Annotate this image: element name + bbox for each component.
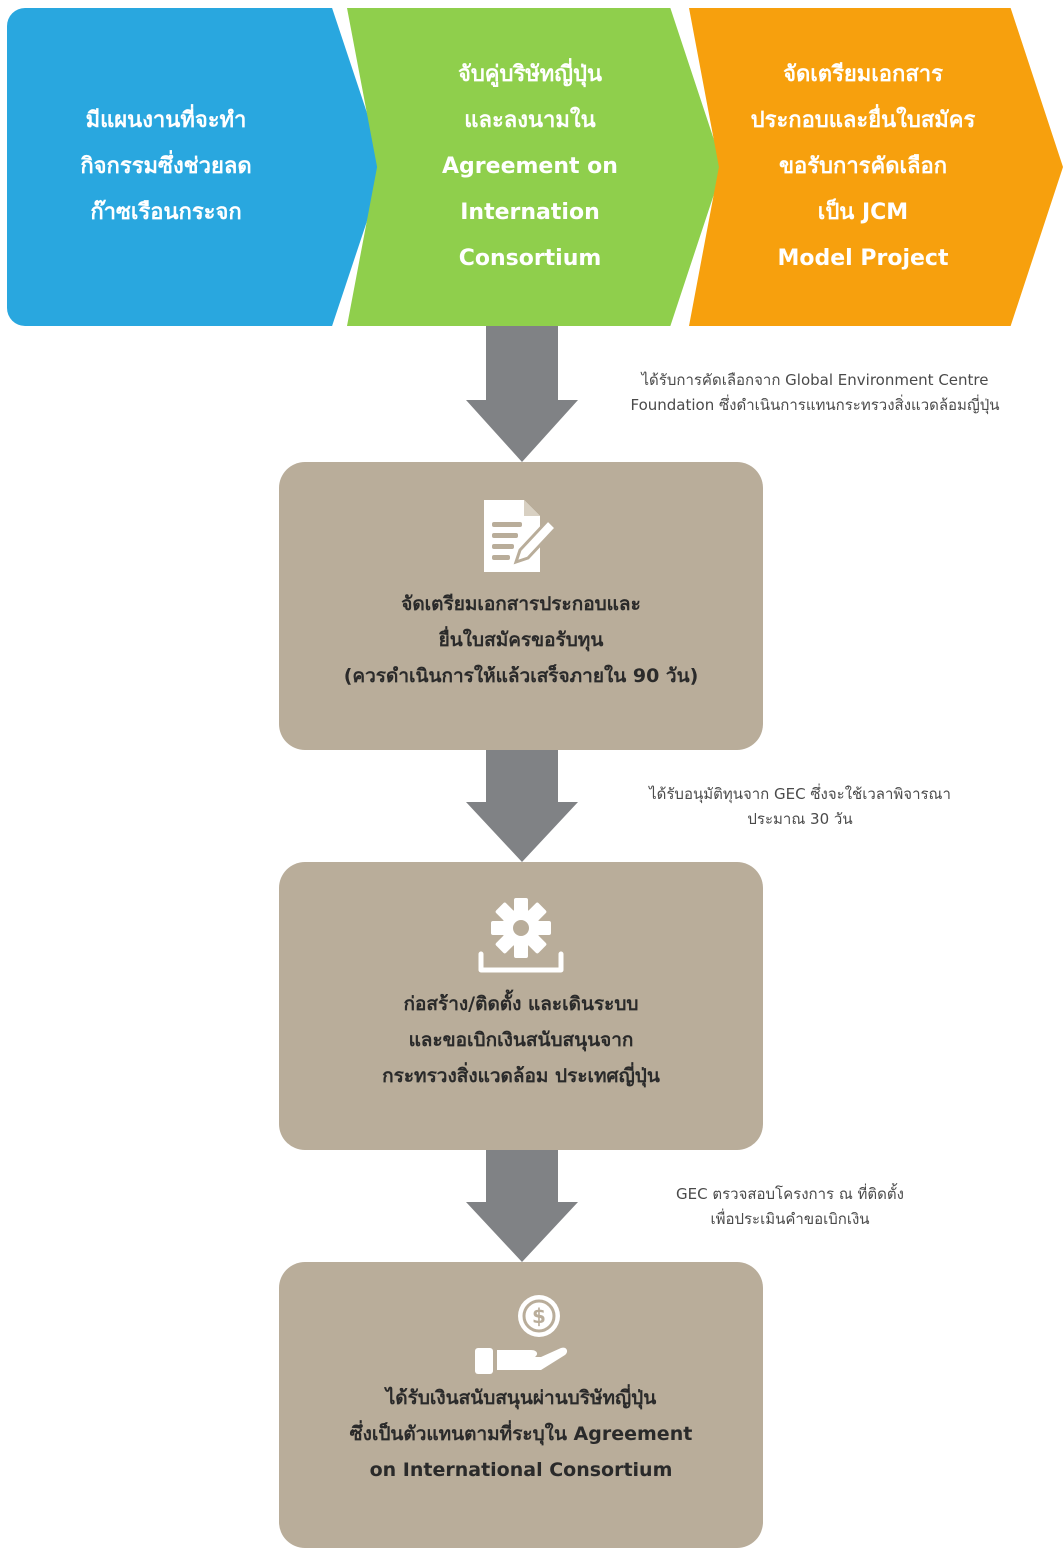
hand-coin-icon: $ (475, 1295, 568, 1374)
down-arrow-1 (466, 326, 578, 462)
step-box-2: ก่อสร้าง/ติดตั้ง และเดินระบบ และขอเบิกเง… (279, 862, 763, 1150)
step-2-text: จับคู่บริษัทญี่ปุ่น และลงนามใน Agreement… (442, 62, 618, 271)
svg-text:$: $ (532, 1304, 546, 1328)
step-2-chevron: จับคู่บริษัทญี่ปุ่น และลงนามใน Agreement… (347, 8, 723, 326)
step-box-1-text: จัดเตรียมเอกสารประกอบและ ยื่นใบสมัครขอรั… (343, 593, 699, 687)
down-arrow-2 (466, 750, 578, 862)
note-2: ได้รับอนุมัติทุนจาก GEC ซึ่งจะใช้เวลาพิจ… (649, 785, 951, 828)
gear-install-icon (478, 898, 564, 973)
step-1-chevron: มีแผนงานที่จะทำ กิจกรรมซึ่งช่วยลด ก๊าซเร… (7, 8, 385, 326)
step-1-text: มีแผนงานที่จะทำ กิจกรรมซึ่งช่วยลด ก๊าซเร… (80, 108, 252, 225)
note-3: GEC ตรวจสอบโครงการ ณ ที่ติดตั้ง เพื่อประ… (676, 1185, 904, 1228)
down-arrow-3 (466, 1150, 578, 1262)
step-box-3: $ ได้รับเงินสนับสนุนผ่านบริษัทญี่ปุ่น ซึ… (279, 1262, 763, 1548)
document-edit-icon (484, 500, 559, 572)
step-3-chevron: จัดเตรียมเอกสาร ประกอบและยื่นใบสมัคร ขอร… (689, 8, 1063, 326)
step-box-1: จัดเตรียมเอกสารประกอบและ ยื่นใบสมัครขอรั… (279, 462, 763, 750)
step-box-2-text: ก่อสร้าง/ติดตั้ง และเดินระบบ และขอเบิกเง… (382, 993, 660, 1087)
step-box-3-text: ได้รับเงินสนับสนุนผ่านบริษัทญี่ปุ่น ซึ่ง… (349, 1387, 693, 1481)
step-3-text: จัดเตรียมเอกสาร ประกอบและยื่นใบสมัคร ขอร… (750, 62, 976, 271)
note-1: ได้รับการคัดเลือกจาก Global Environment … (630, 371, 1000, 414)
